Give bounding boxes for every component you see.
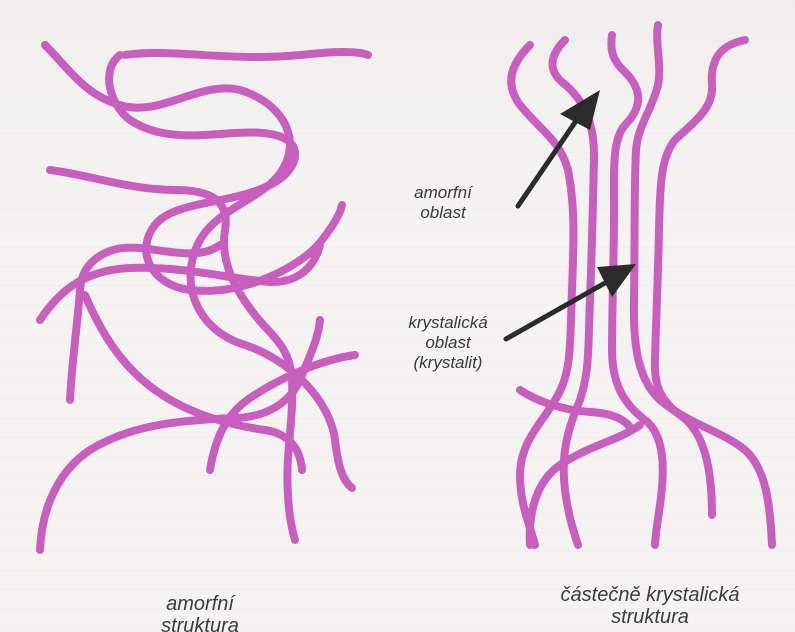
arrow-amorphous-region: [518, 90, 600, 206]
crystalline-caption-line-1: částečně krystalická: [530, 584, 770, 606]
amorphous-caption-line-1: amorfní: [120, 593, 280, 615]
amorphous-region-label: amorfní oblast: [412, 183, 474, 223]
crystalline-region-label-line-1: krystalická: [393, 313, 503, 333]
crystalline-region-label-line-3: (krystalit): [393, 353, 503, 373]
crystal-chain-6: [530, 425, 640, 545]
crystalline-region-label: krystalická oblast (krystalit): [393, 313, 503, 373]
amorphous-chain-4: [50, 170, 295, 540]
crystalline-region-label-line-2: oblast: [393, 333, 503, 353]
amorphous-structure-caption: amorfní struktura: [120, 593, 280, 632]
crystalline-structure-chains: [511, 25, 772, 545]
amorphous-structure-chains: [40, 45, 368, 550]
amorphous-region-label-line-2: oblast: [412, 203, 474, 223]
crystalline-structure-caption: částečně krystalická struktura: [530, 584, 770, 628]
crystalline-caption-line-2: struktura: [530, 606, 770, 628]
amorphous-region-label-line-1: amorfní: [412, 183, 474, 203]
amorphous-chain-2: [125, 52, 368, 57]
amorphous-caption-line-2: struktura: [120, 615, 280, 632]
